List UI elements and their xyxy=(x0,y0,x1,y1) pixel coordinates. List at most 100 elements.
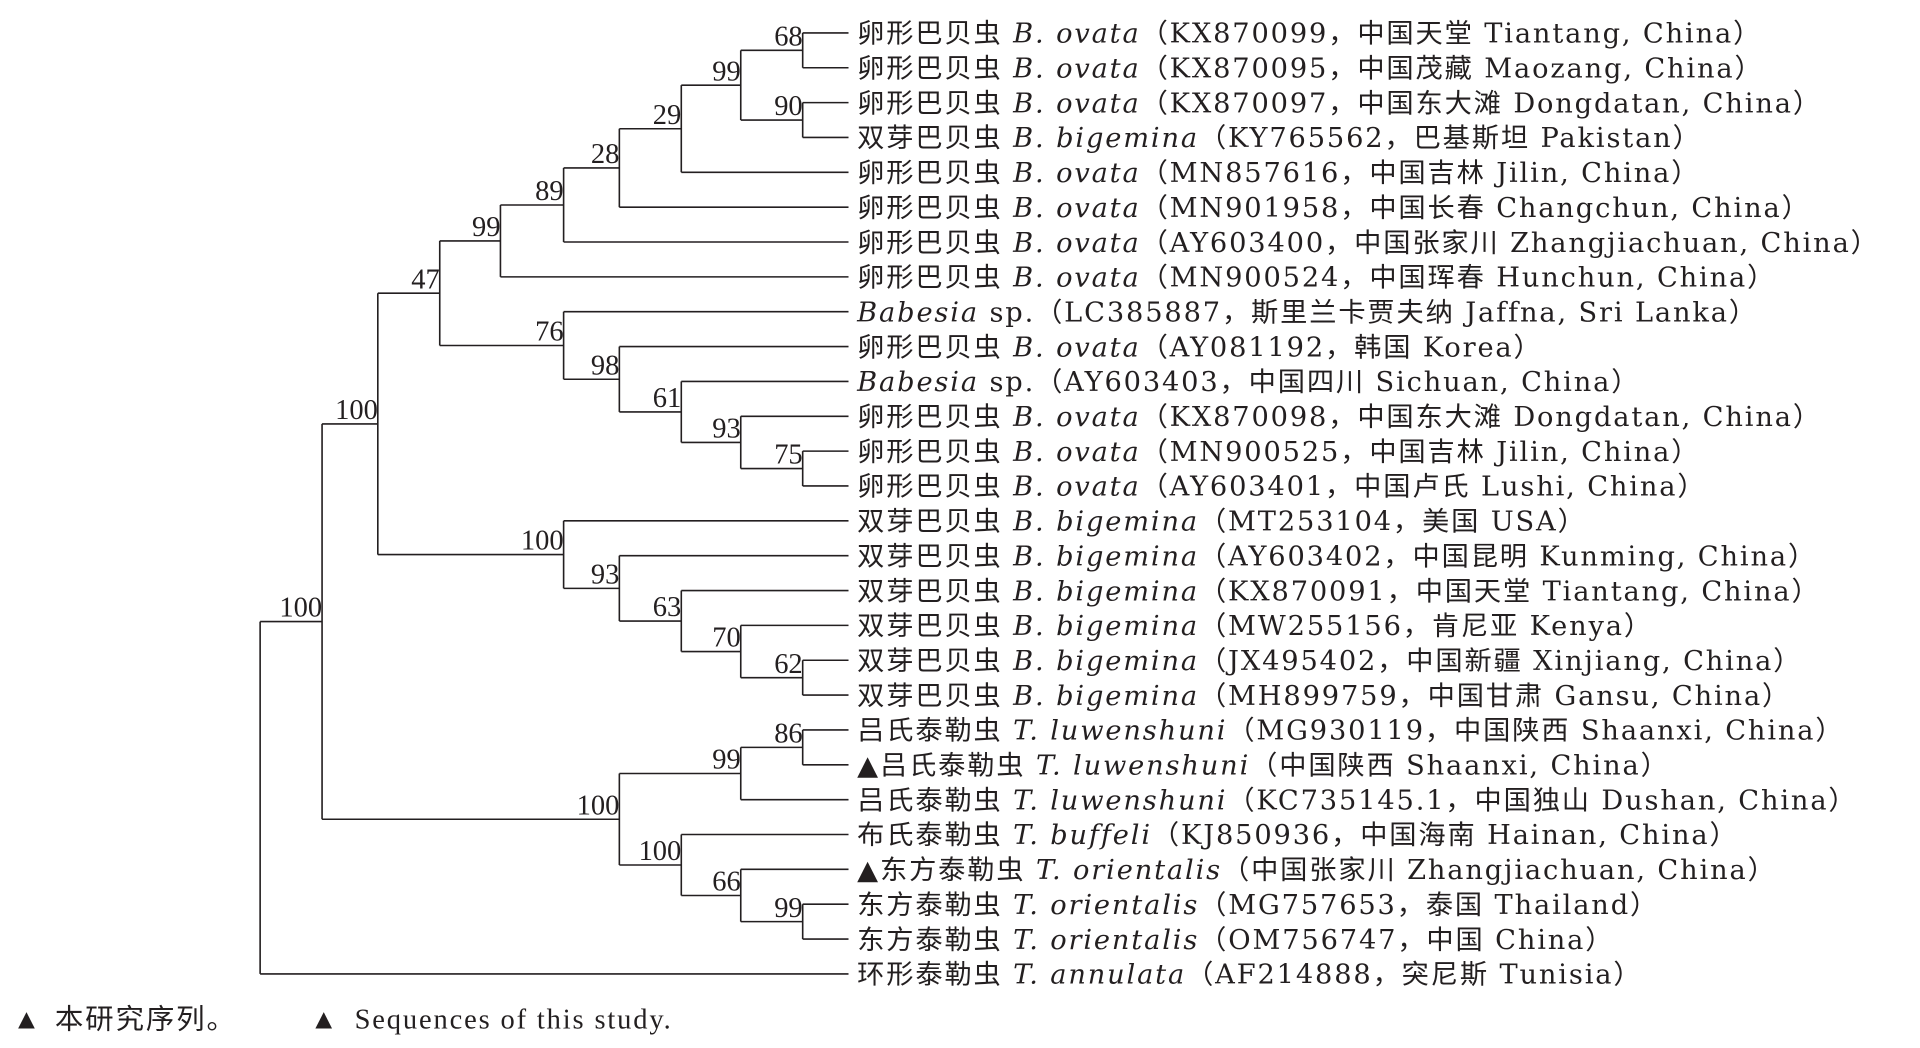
tree-branches xyxy=(259,32,849,975)
leaf-scientific-name: T. buffeli xyxy=(1013,820,1152,851)
leaf-chinese-name: 卵形巴贝虫 xyxy=(857,263,1013,294)
leaf-scientific-name: B. ovata xyxy=(1012,263,1140,294)
leaf-scientific-name: B. bigemina xyxy=(1012,646,1199,677)
leaf-accession-location: （AF214888，突尼斯 Tunisia） xyxy=(1186,960,1642,991)
leaf-chinese-name: 环形泰勒虫 xyxy=(857,960,1013,991)
bootstrap-value: 76 xyxy=(535,317,563,348)
leaf-chinese-name: 东方泰勒虫 xyxy=(857,890,1013,921)
leaf-label: 卵形巴贝虫 B. ovata（KX870098，中国东大滩 Dongdatan,… xyxy=(857,402,1822,433)
leaf-scientific-name: T. orientalis xyxy=(1013,890,1199,921)
leaf-scientific-name: B. ovata xyxy=(1012,402,1140,433)
leaf-chinese-name: 双芽巴贝虫 xyxy=(857,123,1013,154)
bootstrap-value: 47 xyxy=(411,265,439,296)
bootstrap-value: 100 xyxy=(521,526,564,557)
leaf-accession-location: （KJ850936，中国海南 Hainan, China） xyxy=(1152,820,1739,851)
bootstrap-value: 28 xyxy=(591,139,619,170)
leaf-chinese-name: 东方泰勒虫 xyxy=(857,925,1013,956)
leaf-label: 双芽巴贝虫 B. bigemina（MW255156，肯尼亚 Kenya） xyxy=(857,611,1653,642)
leaf-accession-location: （MT253104，美国 USA） xyxy=(1199,507,1587,538)
bootstrap-value: 100 xyxy=(577,791,620,822)
leaf-chinese-name: 卵形巴贝虫 xyxy=(857,333,1013,364)
leaf-label: 卵形巴贝虫 B. ovata（MN857616，中国吉林 Jilin, Chin… xyxy=(857,158,1700,189)
leaf-chinese-name: 布氏泰勒虫 xyxy=(857,820,1013,851)
leaf-accession-location: （MW255156，肯尼亚 Kenya） xyxy=(1199,611,1653,642)
leaf-chinese-name: 吕氏泰勒虫 xyxy=(857,786,1013,817)
leaf-label: 卵形巴贝虫 B. ovata（AY603400，中国张家川 Zhangjiach… xyxy=(857,228,1880,259)
leaf-accession-location: （AY603401，中国卢氏 Lushi, China） xyxy=(1141,472,1707,503)
legend-en: ▲Sequences of this study. xyxy=(310,1005,673,1036)
bootstrap-value: 68 xyxy=(774,22,802,53)
leaf-label: 卵形巴贝虫 B. ovata（KX870099，中国天堂 Tiantang, C… xyxy=(857,19,1762,50)
leaf-accession-location: （JX495402，中国新疆 Xinjiang, China） xyxy=(1199,646,1802,677)
bootstrap-value: 63 xyxy=(653,592,681,623)
legend-cn: ▲本研究序列。 xyxy=(12,1004,236,1036)
bootstrap-value: 29 xyxy=(653,100,681,131)
bootstrap-value: 61 xyxy=(653,383,681,414)
leaf-label: 环形泰勒虫 T. annulata（AF214888，突尼斯 Tunisia） xyxy=(857,960,1642,991)
leaf-chinese-name: 双芽巴贝虫 xyxy=(857,681,1013,712)
leaf-scientific-name: T. orientalis xyxy=(1036,855,1222,886)
leaf-accession-location: （KX870095，中国茂藏 Maozang, China） xyxy=(1141,54,1764,85)
leaf-scientific-name: Babesia xyxy=(856,367,979,398)
leaf-accession-location: （AY081192，韩国 Korea） xyxy=(1141,333,1543,364)
leaf-scientific-name: B. bigemina xyxy=(1012,611,1199,642)
leaf-scientific-name: B. ovata xyxy=(1012,158,1140,189)
leaf-scientific-name: B. ovata xyxy=(1012,333,1140,364)
leaf-accession-location: （OM756747，中国 China） xyxy=(1199,925,1614,956)
leaf-label: Babesia sp.（LC385887，斯里兰卡贾夫纳 Jaffna, Sri… xyxy=(856,298,1758,329)
bootstrap-value: 100 xyxy=(335,395,378,426)
leaf-scientific-name: B. ovata xyxy=(1012,437,1140,468)
bootstrap-value: 99 xyxy=(712,745,740,776)
leaf-chinese-name: 东方泰勒虫 xyxy=(880,855,1036,886)
triangle-marker-icon: ▲ xyxy=(12,1005,42,1036)
leaf-label: 吕氏泰勒虫 T. luwenshuni（KC735145.1，中国独山 Dush… xyxy=(857,786,1857,817)
leaf-scientific-name: T. luwenshuni xyxy=(1036,751,1250,782)
leaf-accession-location: sp.（AY603403，中国四川 Sichuan, China） xyxy=(979,367,1640,398)
leaf-accession-location: （KX870091，中国天堂 Tiantang, China） xyxy=(1199,576,1821,607)
leaf-accession-location: （MN900524，中国珲春 Hunchun, China） xyxy=(1141,263,1777,294)
leaf-accession-location: （AY603400，中国张家川 Zhangjiachuan, China） xyxy=(1141,228,1880,259)
leaf-chinese-name: 卵形巴贝虫 xyxy=(857,54,1013,85)
leaf-scientific-name: T. annulata xyxy=(1013,960,1186,991)
leaf-chinese-name: 双芽巴贝虫 xyxy=(857,646,1013,677)
leaf-label: 卵形巴贝虫 B. ovata（KX870095，中国茂藏 Maozang, Ch… xyxy=(857,54,1763,85)
leaf-label: Babesia sp.（AY603403，中国四川 Sichuan, China… xyxy=(856,367,1640,398)
leaf-accession-location: （KC735145.1，中国独山 Dushan, China） xyxy=(1227,786,1857,817)
bootstrap-value: 66 xyxy=(712,867,740,898)
leaf-chinese-name: 双芽巴贝虫 xyxy=(857,507,1013,538)
leaf-accession-location: （KY765562，巴基斯坦 Pakistan） xyxy=(1199,123,1702,154)
bootstrap-value: 99 xyxy=(712,57,740,88)
leaf-chinese-name: 吕氏泰勒虫 xyxy=(880,751,1036,782)
leaf-label: ▲吕氏泰勒虫 T. luwenshuni（中国陕西 Shaanxi, China… xyxy=(857,751,1670,782)
triangle-marker-icon: ▲ xyxy=(857,751,880,782)
leaf-label: 东方泰勒虫 T. orientalis（OM756747，中国 China） xyxy=(857,925,1614,956)
leaf-chinese-name: 卵形巴贝虫 xyxy=(857,228,1013,259)
bootstrap-value: 93 xyxy=(712,414,740,445)
leaf-chinese-name: 卵形巴贝虫 xyxy=(857,158,1013,189)
leaf-accession-location: （MN901958，中国长春 Changchun, China） xyxy=(1141,193,1811,224)
leaf-label: 卵形巴贝虫 B. ovata（MN900525，中国吉林 Jilin, Chin… xyxy=(857,437,1700,468)
leaf-scientific-name: Babesia xyxy=(856,298,979,329)
bootstrap-values: 6890992928899975936198764762706393100100… xyxy=(279,22,802,924)
bootstrap-value: 86 xyxy=(774,719,802,750)
leaf-scientific-name: B. ovata xyxy=(1012,472,1140,503)
leaf-label: 双芽巴贝虫 B. bigemina（AY603402，中国昆明 Kunming,… xyxy=(857,542,1817,573)
leaf-chinese-name: 卵形巴贝虫 xyxy=(857,19,1013,50)
leaf-chinese-name: 卵形巴贝虫 xyxy=(857,472,1013,503)
leaf-scientific-name: B. bigemina xyxy=(1012,123,1199,154)
leaf-accession-location: （KX870097，中国东大滩 Dongdatan, China） xyxy=(1141,89,1822,120)
bootstrap-value: 99 xyxy=(774,893,802,924)
leaf-chinese-name: 卵形巴贝虫 xyxy=(857,402,1013,433)
bootstrap-value: 75 xyxy=(774,440,802,471)
leaf-chinese-name: 双芽巴贝虫 xyxy=(857,611,1013,642)
leaf-label: 卵形巴贝虫 B. ovata（AY603401，中国卢氏 Lushi, Chin… xyxy=(857,472,1706,503)
leaf-scientific-name: B. bigemina xyxy=(1012,507,1199,538)
leaf-label: 吕氏泰勒虫 T. luwenshuni（MG930119，中国陕西 Shaanx… xyxy=(857,716,1844,747)
leaf-accession-location: （KX870098，中国东大滩 Dongdatan, China） xyxy=(1141,402,1822,433)
leaf-accession-location: （MN900525，中国吉林 Jilin, China） xyxy=(1141,437,1701,468)
leaf-accession-location: （MN857616，中国吉林 Jilin, China） xyxy=(1141,158,1701,189)
bootstrap-value: 98 xyxy=(591,351,619,382)
leaf-chinese-name: 双芽巴贝虫 xyxy=(857,542,1013,573)
bootstrap-value: 100 xyxy=(279,593,322,624)
leaf-label: 双芽巴贝虫 B. bigemina（MT253104，美国 USA） xyxy=(857,507,1587,538)
